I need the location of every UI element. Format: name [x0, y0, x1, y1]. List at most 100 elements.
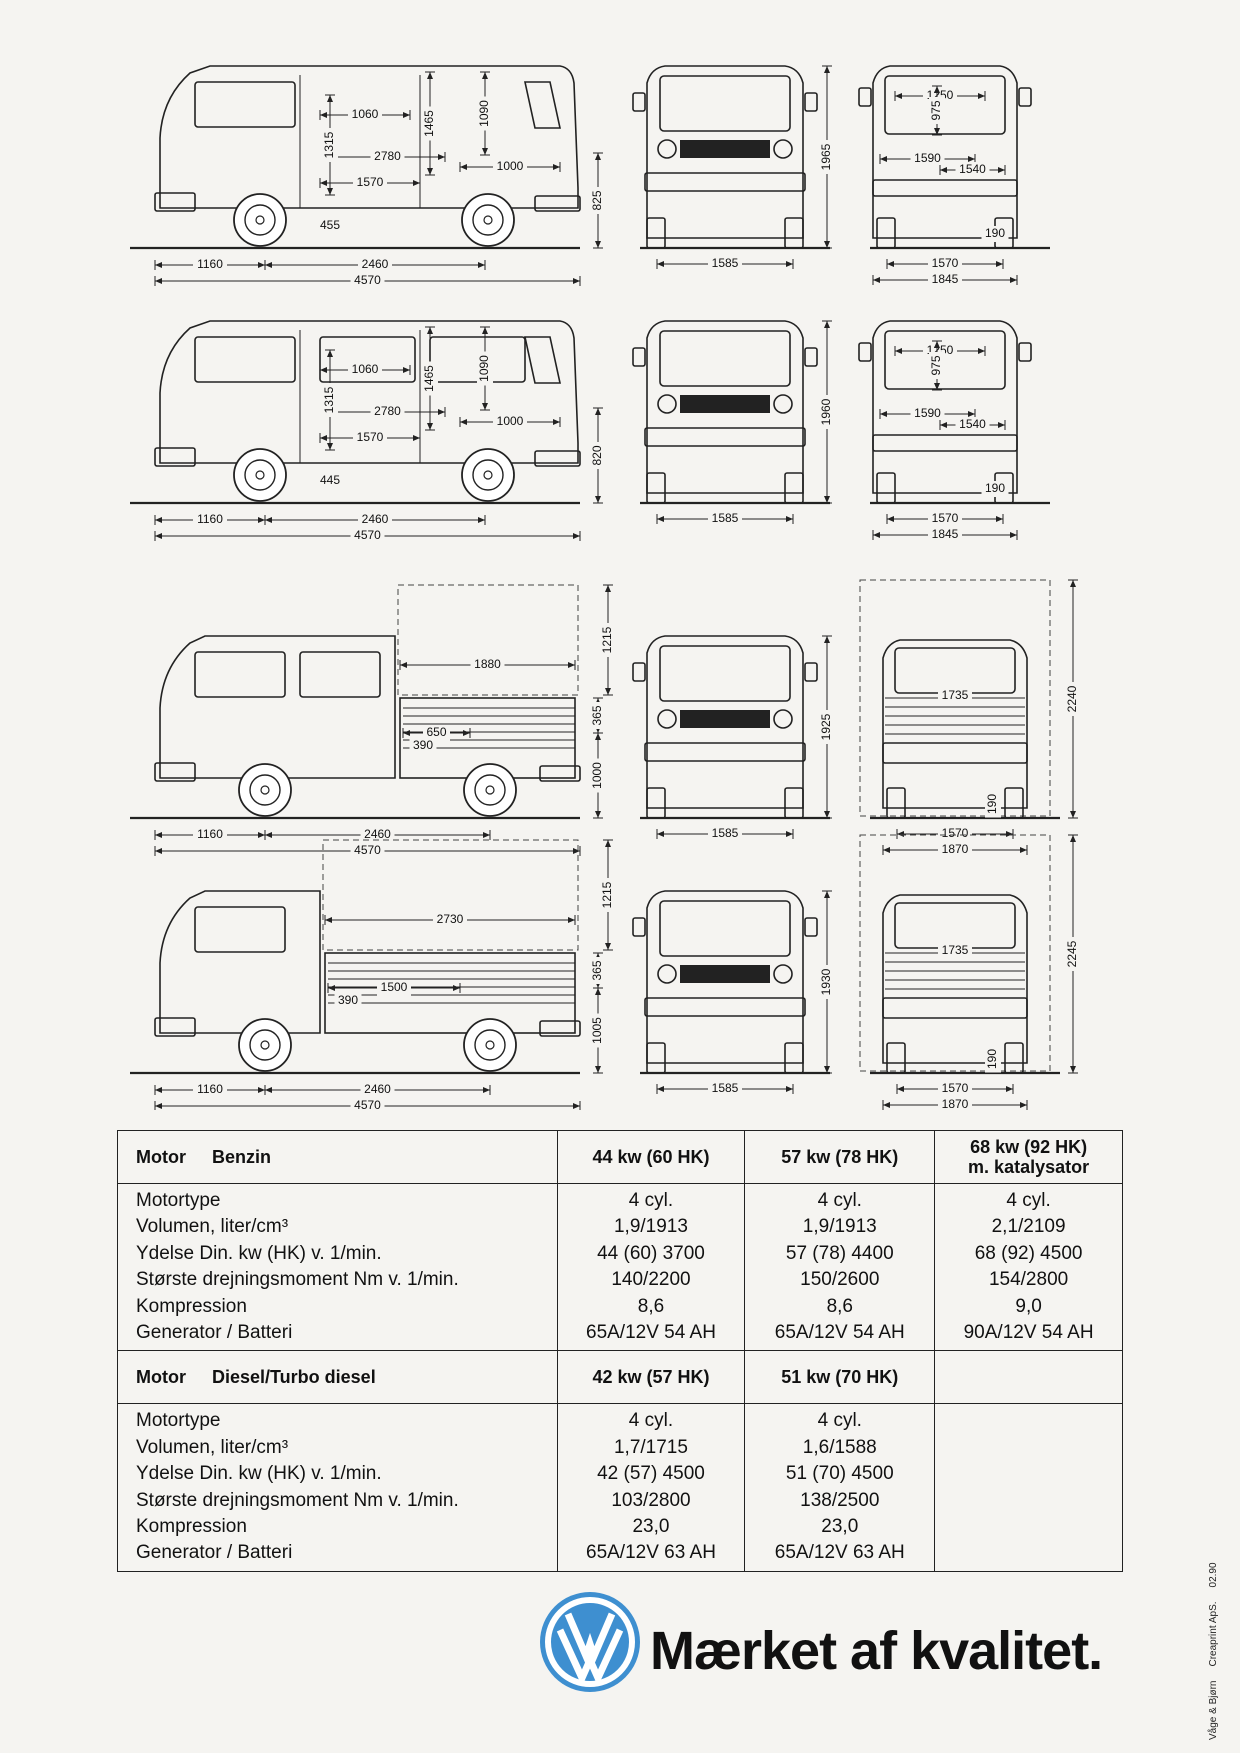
ground-clearance-label: 190 [985, 226, 1005, 240]
diesel-row-label: Volumen, liter/cm³ [136, 1436, 289, 1458]
tyre [1004, 787, 1024, 819]
diesel-cell: 23,0 [821, 1516, 859, 1538]
mirror [858, 342, 872, 362]
diesel-row-label: Motortype [136, 1410, 221, 1432]
benzin-cell: 90A/12V 54 AH [963, 1322, 1094, 1344]
dimension-label: 1160 [197, 1082, 223, 1096]
dimension-label: 1930 [819, 968, 833, 995]
dimension-label: 1000 [497, 414, 524, 428]
tarp-outline [859, 834, 1051, 1072]
mirror [1018, 342, 1032, 362]
bumper [644, 172, 806, 192]
dimension-label: 4570 [354, 1098, 381, 1110]
tyre [876, 472, 896, 504]
tyre [646, 472, 666, 504]
diesel-row-label: Generator / Batteri [136, 1542, 293, 1564]
benzin-row-label: Kompression [136, 1295, 247, 1317]
vw-logo-icon [540, 1592, 640, 1692]
benzin-cell: 154/2800 [988, 1269, 1069, 1291]
benzin-cell: 8,6 [826, 1295, 853, 1317]
tarp-outline [397, 584, 579, 696]
dimension-label: 1870 [942, 1097, 969, 1110]
grille [680, 710, 770, 728]
benzin-cell: 1,9/1913 [802, 1216, 877, 1238]
dimension-label: 1880 [474, 657, 501, 671]
benzin-cell: 9,0 [1015, 1295, 1042, 1317]
dimension-label: 1000 [590, 762, 604, 789]
dimension-label: 365 [590, 705, 604, 725]
grille [680, 140, 770, 158]
rear-window [894, 902, 1016, 949]
dimension-label: 1845 [932, 527, 959, 541]
bed-width-label: 1735 [942, 943, 969, 957]
benzin-cell: 4 cyl. [1006, 1190, 1051, 1211]
diesel-cell: 42 (57) 4500 [597, 1463, 705, 1485]
diesel-col-1: 42 kw (57 HK) [556, 1350, 746, 1405]
mirror [804, 917, 818, 937]
mirror [1018, 87, 1032, 107]
rear-window [884, 330, 1006, 390]
dimension-label: 4570 [354, 843, 381, 857]
diesel-row-label: Største drejningsmoment Nm v. 1/min. [136, 1489, 459, 1511]
bumper [539, 765, 581, 782]
window [299, 651, 381, 698]
benzin-cell: 57 (78) 4400 [785, 1242, 894, 1264]
tyre [784, 217, 804, 249]
diesel-cell: 4 cyl. [628, 1410, 674, 1432]
dimension-label: 1060 [352, 362, 379, 376]
tyre [784, 472, 804, 504]
mirror [632, 662, 646, 682]
dimension-label: 2780 [374, 149, 401, 163]
step-height-label: 455 [320, 218, 340, 232]
wheel-icon [238, 1018, 292, 1072]
benzin-cell: 2,1/2109 [991, 1216, 1066, 1238]
diesel-cell: 1,6/1588 [802, 1436, 877, 1458]
benzin-subtitle: Benzin [211, 1146, 271, 1167]
diesel-cell: 65A/12V 63 AH [774, 1542, 905, 1564]
benzin-cell: 68 (92) 4500 [974, 1242, 1083, 1264]
benzin-row-label: Motortype [136, 1190, 221, 1211]
benzin-cell: 4 cyl. [817, 1190, 862, 1211]
grille [680, 395, 770, 413]
dimension-label: 1465 [422, 365, 436, 392]
bumper [644, 427, 806, 447]
windscreen [659, 900, 791, 957]
window [194, 336, 296, 383]
tyre [886, 1042, 906, 1074]
van-front-outline [646, 65, 804, 239]
tarp-outline [859, 579, 1051, 817]
dimension-label: 1570 [932, 256, 959, 270]
mirror [858, 87, 872, 107]
dimension-label: 2780 [374, 404, 401, 418]
windscreen [659, 75, 791, 132]
dimension-label: 4570 [354, 273, 381, 287]
mirror [804, 347, 818, 367]
wheel-icon [463, 763, 517, 817]
ground-clearance-label: 190 [985, 1049, 999, 1069]
benzin-motor-title: Motor [136, 1146, 186, 1167]
window [319, 336, 416, 383]
dimension-label: 1925 [819, 713, 833, 740]
dimension-label: 1965 [819, 143, 833, 170]
diesel-subtitle: Diesel/Turbo diesel [211, 1366, 376, 1387]
diesel-cell: 138/2500 [800, 1489, 880, 1511]
mirror [632, 92, 646, 112]
rear-window [894, 647, 1016, 694]
dimension-label: 1870 [942, 842, 969, 856]
tyre [646, 787, 666, 819]
dimension-label: 2460 [364, 1082, 391, 1096]
van-front-outline [646, 890, 804, 1064]
bumper [882, 997, 1028, 1019]
dimension-label: 1090 [477, 100, 491, 127]
window [194, 906, 286, 953]
wheel-icon [461, 193, 515, 247]
bumper [872, 434, 1018, 452]
diesel-cell: 23,0 [632, 1516, 670, 1538]
window [194, 651, 286, 698]
benzin-cell: 65A/12V 54 AH [586, 1322, 716, 1344]
dimension-label: 1215 [600, 881, 614, 908]
wheel-icon [233, 448, 287, 502]
